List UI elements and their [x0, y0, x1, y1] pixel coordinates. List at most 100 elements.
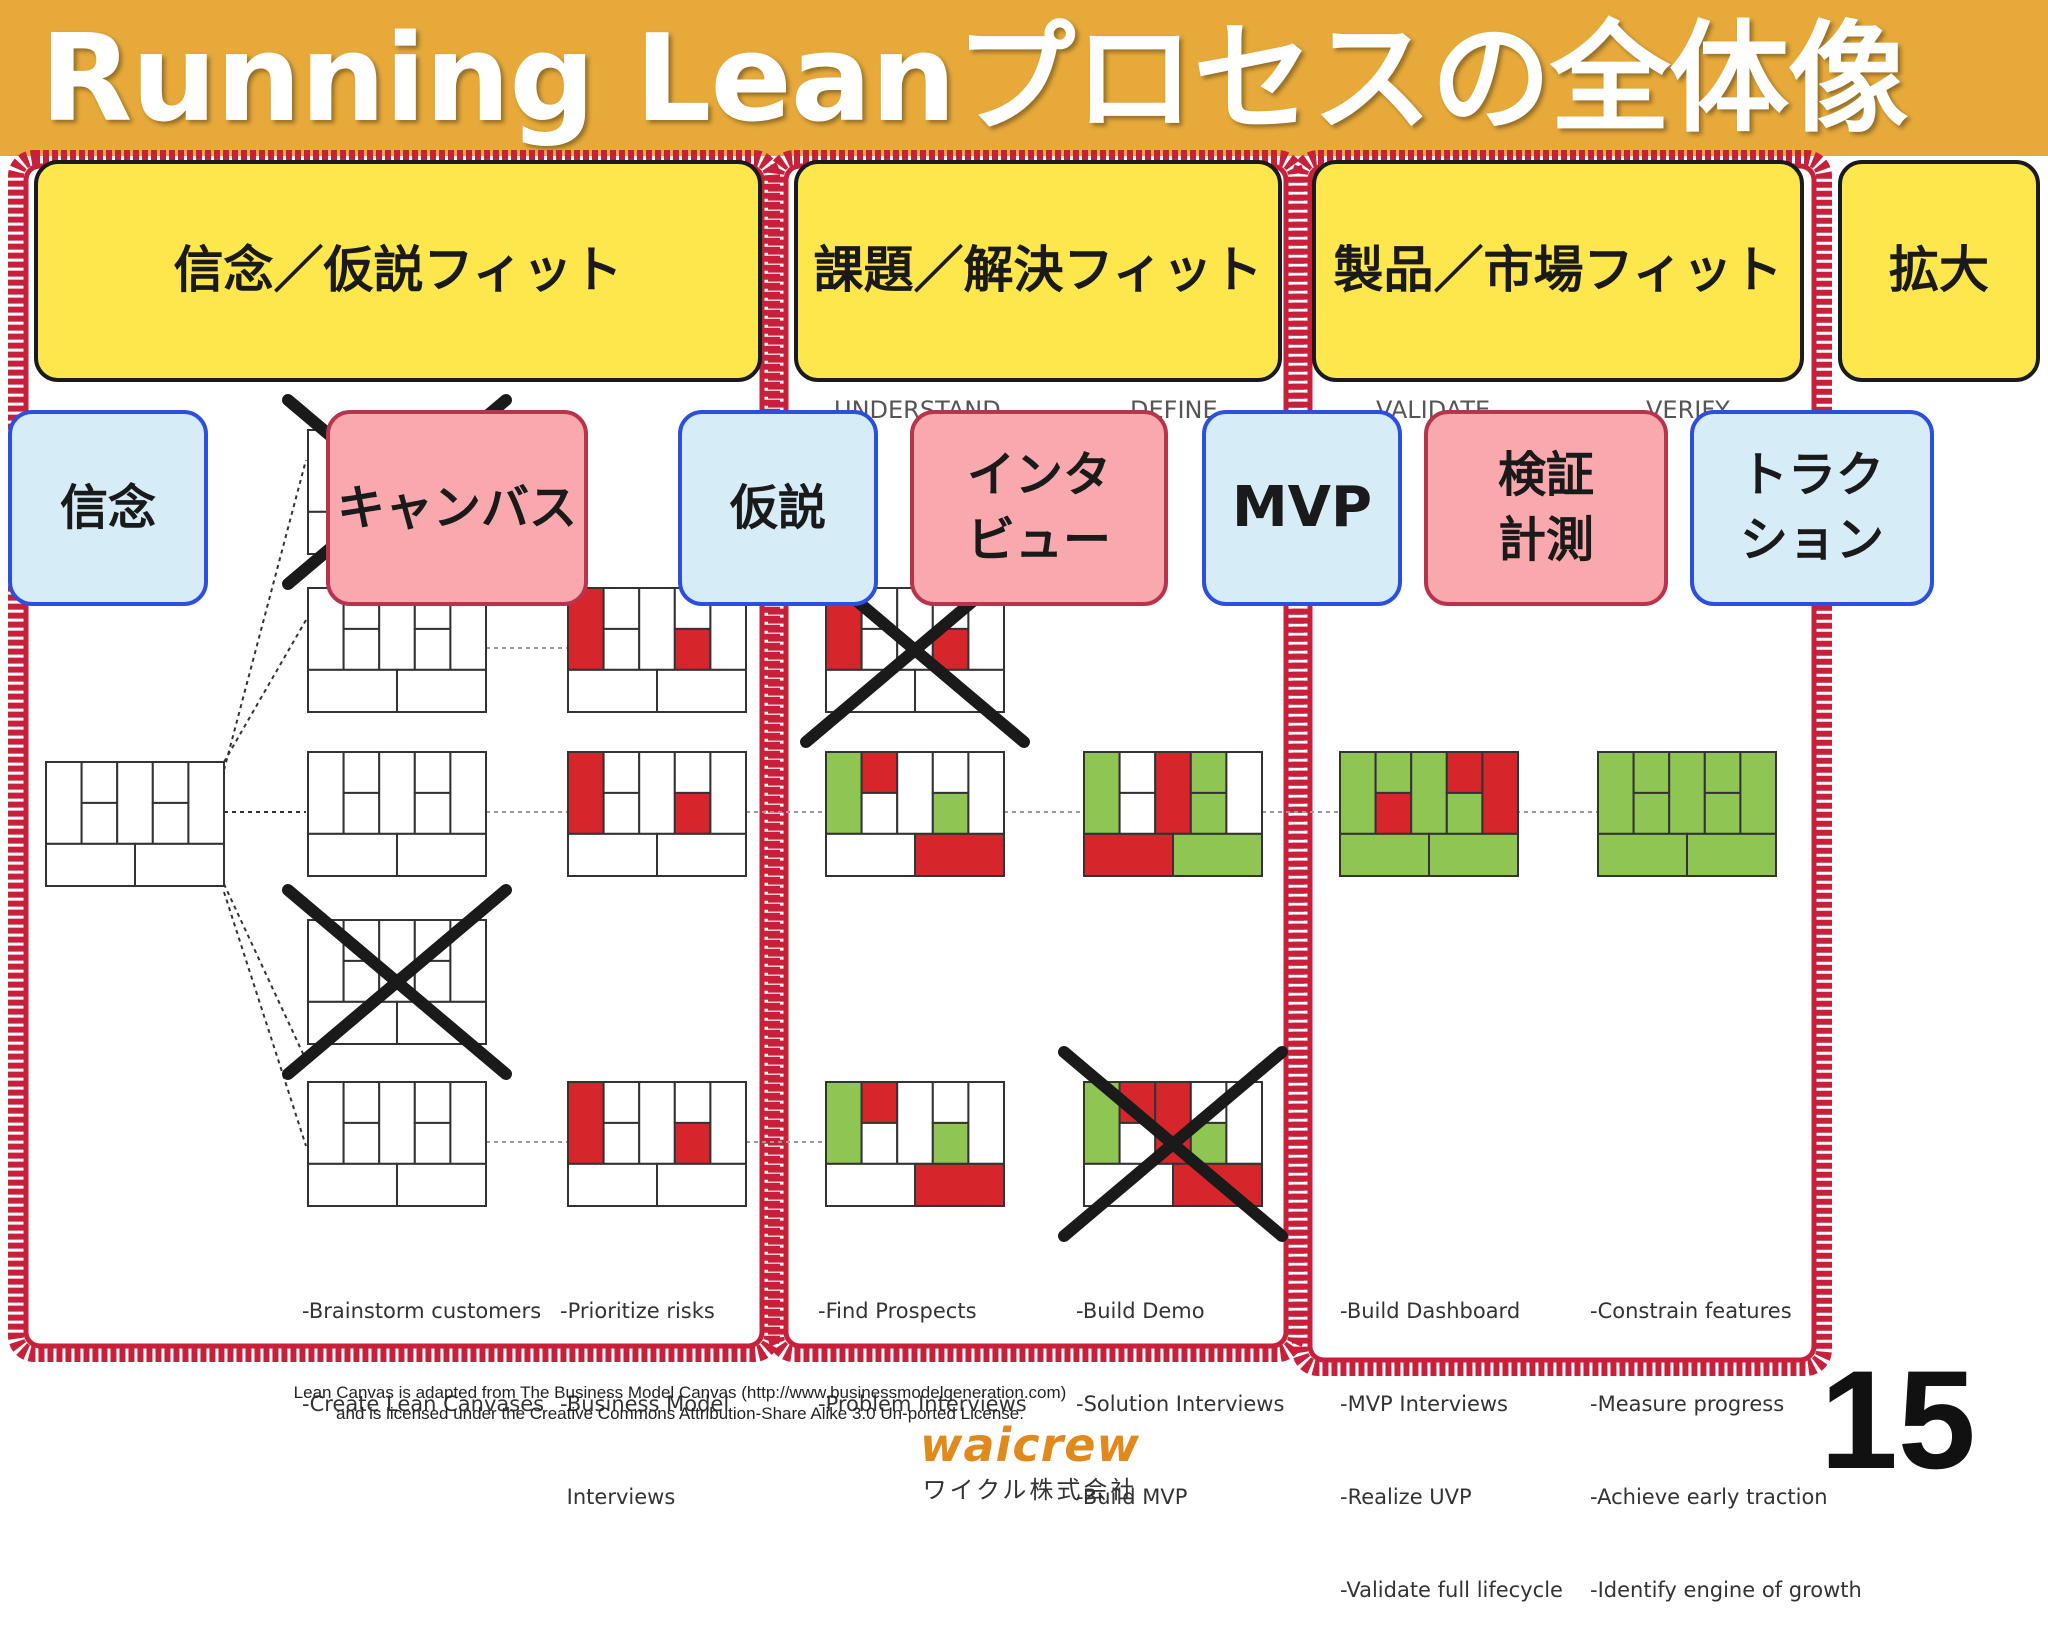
canvas-cell	[825, 1081, 863, 1165]
canvas-cell	[45, 842, 136, 888]
canvas-cell	[1083, 751, 1121, 835]
canvas-cell	[638, 587, 676, 671]
canvas-cell	[931, 791, 970, 835]
canvas-cell	[307, 751, 345, 835]
canvas-cell	[967, 751, 1006, 835]
lean-canvas	[567, 1081, 748, 1207]
canvas-cell	[709, 751, 748, 835]
canvas-cell	[449, 751, 487, 835]
canvas-cell	[1597, 751, 1635, 835]
note-item: -Build Demo	[1076, 1299, 1205, 1323]
lean-canvas	[825, 1081, 1006, 1207]
canvas-cell	[1374, 751, 1413, 794]
canvas-cell	[1445, 791, 1484, 835]
canvas-cell	[378, 1081, 416, 1165]
canvas-cell	[1703, 751, 1742, 794]
note-item: -Solution Interviews	[1076, 1392, 1285, 1416]
cross-mark	[1058, 1046, 1288, 1242]
row-connectors	[486, 647, 1598, 1143]
canvas-cell	[931, 751, 970, 794]
note-item: -Build Dashboard	[1340, 1299, 1521, 1323]
cross-mark	[282, 884, 512, 1080]
lean-canvas	[825, 751, 1006, 878]
canvas-cell	[567, 1162, 658, 1207]
lean-canvas	[567, 587, 748, 714]
canvas-cell	[1428, 832, 1519, 878]
note-item: -Measure progress	[1590, 1392, 1785, 1416]
canvas-cell	[1225, 751, 1264, 835]
note-item: -MVP Interviews	[1340, 1392, 1508, 1416]
canvas-cell	[116, 761, 154, 845]
canvas-cell	[413, 627, 452, 671]
page-number: 15	[1820, 1341, 1976, 1498]
canvas-cell	[1668, 751, 1706, 835]
license-note: Lean Canvas is adapted from The Business…	[250, 1382, 1110, 1424]
canvas-cell	[931, 1081, 970, 1124]
step-hypothesis: 仮説	[678, 410, 878, 606]
step-belief: 信念	[8, 410, 208, 606]
canvas-cell	[673, 751, 712, 794]
canvas-cell	[1739, 751, 1778, 835]
canvas-cell	[413, 751, 452, 794]
lean-canvas	[307, 587, 487, 714]
company-name: ワイクル株式会社	[922, 1476, 1138, 1504]
canvas-cell	[860, 751, 899, 794]
canvas-cell	[342, 627, 381, 671]
license-line-2: and is licensed under the Creative Commo…	[336, 1404, 1024, 1423]
canvas-cell	[1189, 791, 1228, 835]
canvas-cell	[151, 801, 190, 845]
canvas-cell	[396, 832, 487, 878]
lean-canvas	[1083, 751, 1264, 878]
canvas-cell	[602, 587, 641, 630]
canvas-cell	[567, 1081, 605, 1165]
phase-belief-hypothesis-fit: 信念／仮説フィット	[34, 160, 762, 382]
canvas-cell	[413, 1081, 452, 1124]
phase-scale: 拡大	[1838, 160, 2040, 382]
canvas-cell	[825, 751, 863, 835]
canvas-cell	[602, 627, 641, 671]
canvas-cell	[80, 801, 119, 845]
canvas-cell	[896, 1081, 934, 1165]
step-traction: トラク ション	[1690, 410, 1934, 606]
canvas-cell	[656, 832, 747, 878]
note-item: -Business Model	[560, 1392, 730, 1416]
canvas-cell	[449, 1081, 487, 1165]
step-interview: インタ ビュー	[910, 410, 1168, 606]
step-mvp: MVP	[1202, 410, 1402, 606]
notes-col-5: -Build Dashboard -MVP Interviews -Realiz…	[1340, 1234, 1563, 1637]
note-item: -Problem Interviews	[818, 1392, 1027, 1416]
company-logo: waicrew	[920, 1418, 1140, 1472]
note-item: -Build MVP	[1076, 1485, 1188, 1509]
canvas-cell	[1481, 751, 1520, 835]
note-item: -Achieve early traction	[1590, 1485, 1828, 1509]
canvas-cell	[307, 832, 398, 878]
notes-col-2: -Prioritize risks -Business Model Interv…	[560, 1234, 729, 1544]
notes-col-4: -Build Demo -Solution Interviews -Build …	[1076, 1234, 1284, 1544]
canvas-cell	[1154, 751, 1192, 835]
note-item: -Constrain features	[1590, 1299, 1792, 1323]
canvas-cell	[1083, 832, 1174, 878]
note-item: -Find Prospects	[818, 1299, 977, 1323]
canvas-cell	[151, 761, 190, 804]
canvas-cell	[1118, 791, 1157, 835]
canvas-cell	[307, 1162, 398, 1207]
note-item: -Create Lean Canvases	[302, 1392, 545, 1416]
lean-canvas	[282, 884, 512, 1080]
note-item: -Identify engine of growth	[1590, 1578, 1862, 1602]
note-item: -Prioritize risks	[560, 1299, 715, 1323]
phase-product-market-fit: 製品／市場フィット	[1312, 160, 1804, 382]
canvas-cell	[673, 627, 712, 671]
canvas-cell	[709, 1081, 748, 1165]
canvas-cell	[896, 751, 934, 835]
canvas-cell	[638, 1081, 676, 1165]
note-item: Interviews	[560, 1485, 676, 1509]
note-item: -Brainstorm customers	[302, 1299, 542, 1323]
canvas-cell	[1632, 751, 1671, 794]
canvas-cell	[307, 668, 398, 714]
canvas-cell	[931, 1121, 970, 1165]
canvas-cell	[1118, 751, 1157, 794]
canvas-cell	[378, 751, 416, 835]
canvas-cell	[413, 1121, 452, 1165]
canvas-cell	[342, 751, 381, 794]
note-item: -Realize UVP	[1340, 1485, 1472, 1509]
